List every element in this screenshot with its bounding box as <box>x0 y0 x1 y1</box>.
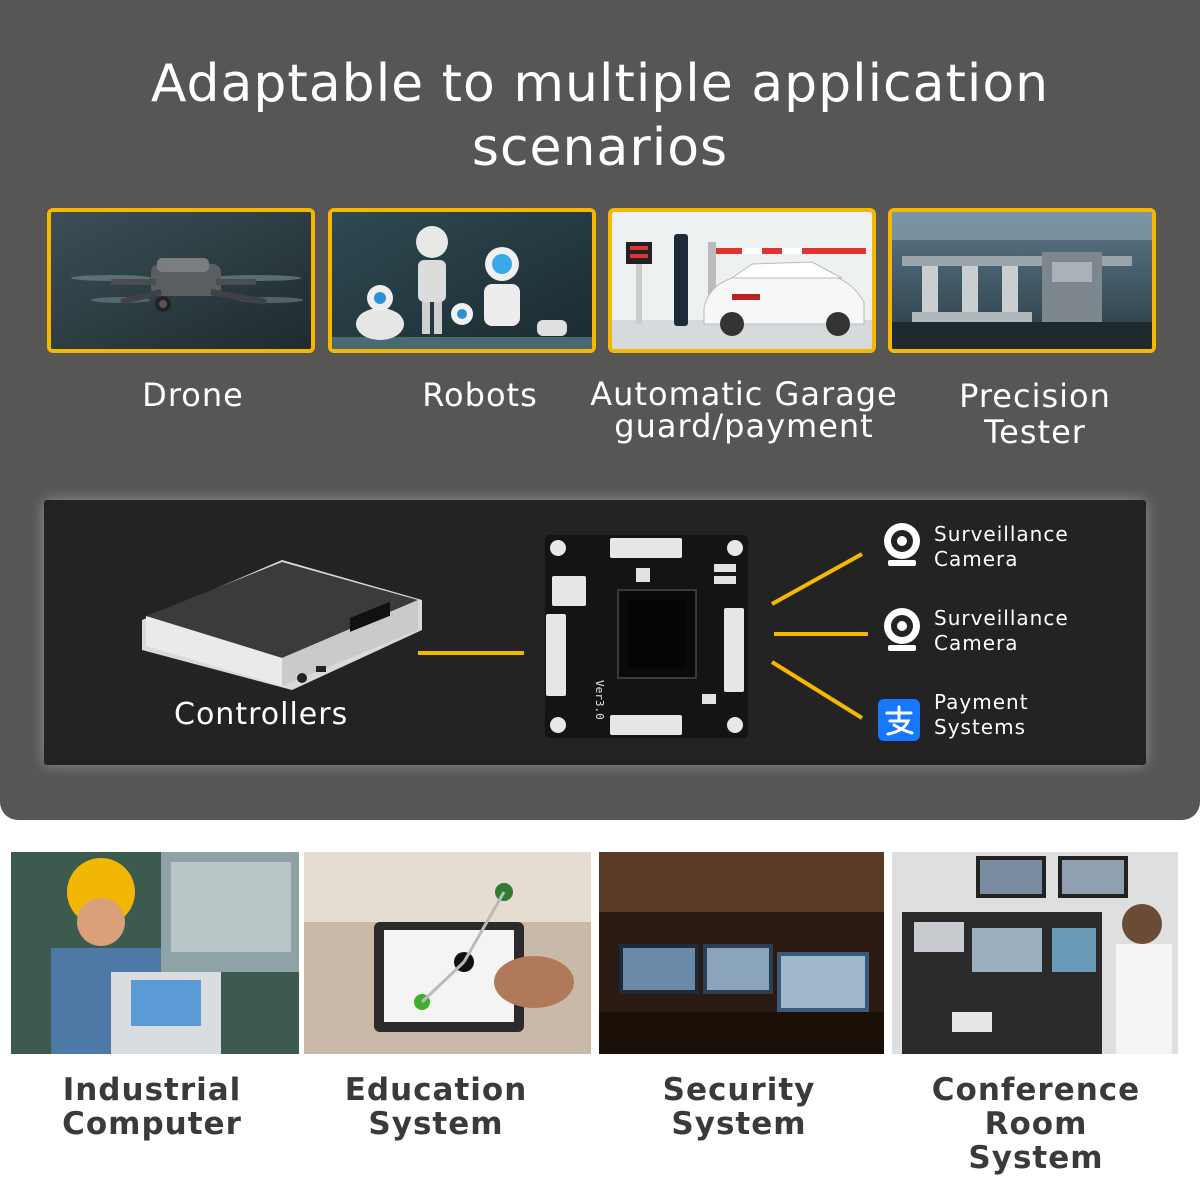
output-label-payment-line1: Payment <box>934 690 1029 714</box>
scene-label-garage: Automatic Garage guard/payment <box>584 378 904 442</box>
app-label-education-line1: Education <box>344 1072 528 1108</box>
connection-diagram: Controllers Ver3.0 <box>44 500 1146 765</box>
industrial-illustration <box>11 852 299 1054</box>
scene-image-robots <box>328 208 596 353</box>
output-label-camera-1-line1: Surveillance <box>934 522 1069 546</box>
output-connector-lines <box>770 552 868 720</box>
alipay-icon <box>878 699 920 741</box>
app-image-conference <box>892 852 1178 1054</box>
app-label-conference: Conference Room System <box>878 1073 1194 1175</box>
top-panel: Adaptable to multiple application scenar… <box>0 0 1200 820</box>
page-title-line1: Adaptable to multiple application <box>150 54 1050 114</box>
scene-label-tester-line1: Precision <box>959 377 1111 415</box>
education-illustration <box>304 852 591 1054</box>
output-label-camera-2-line1: Surveillance <box>934 606 1069 630</box>
page-title: Adaptable to multiple application scenar… <box>60 52 1140 180</box>
webcam-icon <box>884 608 920 651</box>
controllers-label: Controllers <box>174 697 349 732</box>
app-label-conference-line2: System <box>968 1140 1104 1176</box>
conference-illustration <box>892 852 1178 1054</box>
scene-label-drone-text: Drone <box>142 376 244 414</box>
app-label-industrial: Industrial Computer <box>11 1073 293 1141</box>
output-label-camera-2: Surveillance Camera <box>934 606 1069 656</box>
output-label-camera-1-line2: Camera <box>934 547 1019 571</box>
app-label-security-line2: System <box>671 1106 807 1142</box>
robots-illustration <box>332 212 592 349</box>
scene-label-tester: Precision Tester <box>920 378 1150 450</box>
scene-label-garage-line1: Automatic Garage <box>590 375 898 413</box>
page-title-line2: scenarios <box>471 118 729 178</box>
app-image-education <box>304 852 591 1054</box>
output-label-payment-line2: Systems <box>934 715 1026 739</box>
connector-line-controller <box>418 651 524 655</box>
output-label-camera-2-line2: Camera <box>934 631 1019 655</box>
board-version-text: Ver3.0 <box>593 680 606 720</box>
scene-image-tester <box>888 208 1156 353</box>
scene-label-robots: Robots <box>340 378 620 412</box>
app-label-conference-line1: Conference Room <box>931 1072 1141 1142</box>
garage-illustration <box>612 212 872 349</box>
webcam-icon <box>884 523 920 566</box>
app-image-industrial <box>11 852 299 1054</box>
circuit-board-icon: Ver3.0 <box>544 534 749 739</box>
drone-illustration <box>51 212 311 349</box>
app-label-industrial-line2: Computer <box>62 1106 242 1142</box>
scene-label-tester-line2: Tester <box>984 413 1086 451</box>
security-illustration <box>599 852 884 1054</box>
scene-label-robots-text: Robots <box>422 376 538 414</box>
app-label-industrial-line1: Industrial <box>62 1072 242 1108</box>
scene-image-garage <box>608 208 876 353</box>
controller-box-icon <box>142 560 422 690</box>
scene-label-drone: Drone <box>47 378 339 412</box>
output-label-payment: Payment Systems <box>934 690 1029 740</box>
app-image-security <box>599 852 884 1054</box>
tester-illustration <box>892 212 1152 349</box>
scene-image-drone <box>47 208 315 353</box>
scene-label-garage-line2: guard/payment <box>614 407 874 445</box>
output-label-camera-1: Surveillance Camera <box>934 522 1069 572</box>
app-label-security: Security System <box>599 1073 879 1141</box>
app-label-education-line2: System <box>368 1106 504 1142</box>
app-label-education: Education System <box>304 1073 568 1141</box>
app-label-security-line1: Security <box>662 1072 816 1108</box>
